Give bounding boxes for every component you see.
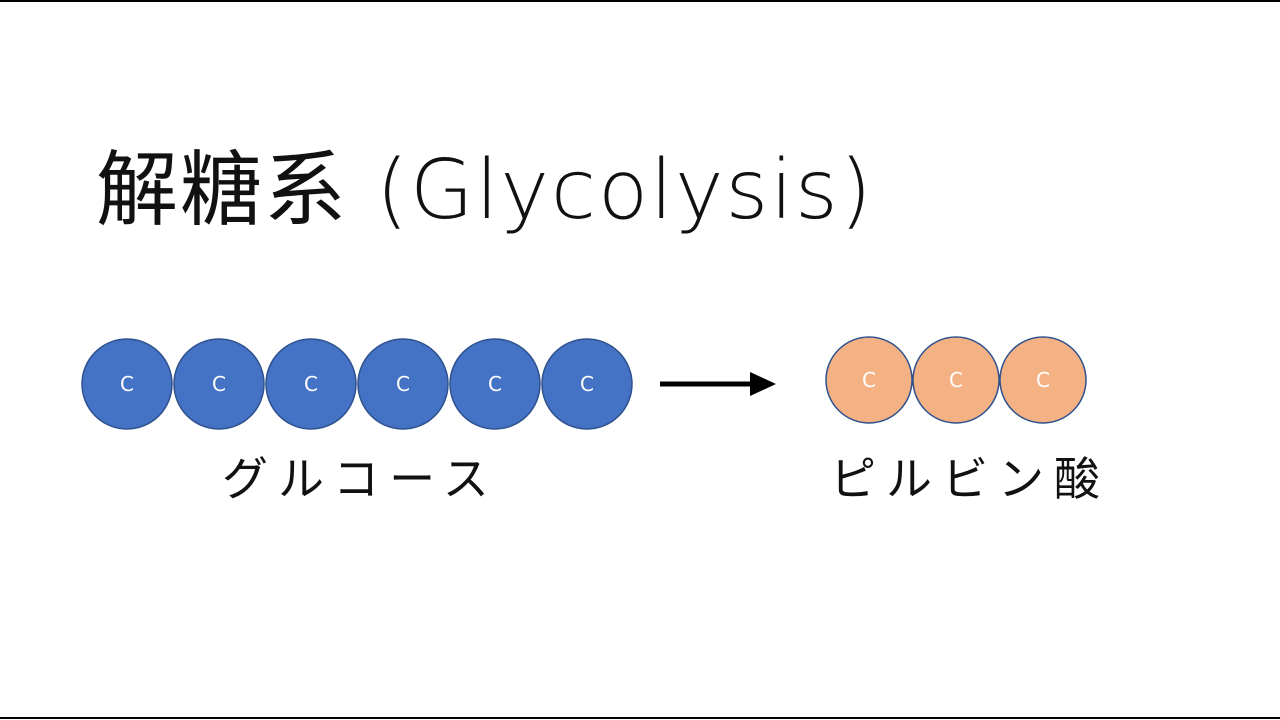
glucose-atom-label: C	[304, 372, 318, 396]
pyruvate-carbon-atom: C	[999, 336, 1087, 424]
pyruvate-carbon-atom: C	[912, 336, 1000, 424]
bottom-border-line	[0, 717, 1280, 719]
pyruvate-atom-label: C	[949, 368, 963, 392]
pyruvate-atom-circle	[825, 336, 913, 424]
glucose-atom-circle	[449, 338, 541, 430]
slide-title: 解糖系 (Glycolysis)	[96, 143, 874, 238]
glucose-atom-circle	[357, 338, 449, 430]
glucose-carbon-atom: C	[173, 338, 265, 430]
glucose-atom-label: C	[396, 372, 410, 396]
glucose-atom-circle	[265, 338, 357, 430]
glucose-atom-label: C	[120, 372, 134, 396]
top-border-line	[0, 0, 1280, 2]
pyruvate-atom-circle	[912, 336, 1000, 424]
pyruvate-atom-label: C	[862, 368, 876, 392]
glucose-carbon-atom: C	[265, 338, 357, 430]
glucose-atom-circle	[81, 338, 173, 430]
glucose-atom-label: C	[212, 372, 226, 396]
glucose-atom-label: C	[488, 372, 502, 396]
glucose-carbon-atom: C	[81, 338, 173, 430]
pyruvate-label: ピルビン酸	[830, 452, 1110, 506]
arrow-head	[750, 372, 776, 396]
glucose-carbon-atom: C	[357, 338, 449, 430]
pyruvate-carbon-atom: C	[825, 336, 913, 424]
pyruvate-atom-circle	[999, 336, 1087, 424]
glucose-carbon-atom: C	[541, 338, 633, 430]
glucose-atom-label: C	[580, 372, 594, 396]
glucose-atom-circle	[173, 338, 265, 430]
pyruvate-atom-label: C	[1036, 368, 1050, 392]
glucose-label: グルコース	[222, 452, 499, 506]
glucose-atom-circle	[541, 338, 633, 430]
reaction-arrow	[660, 372, 776, 396]
glucose-carbon-atom: C	[449, 338, 541, 430]
